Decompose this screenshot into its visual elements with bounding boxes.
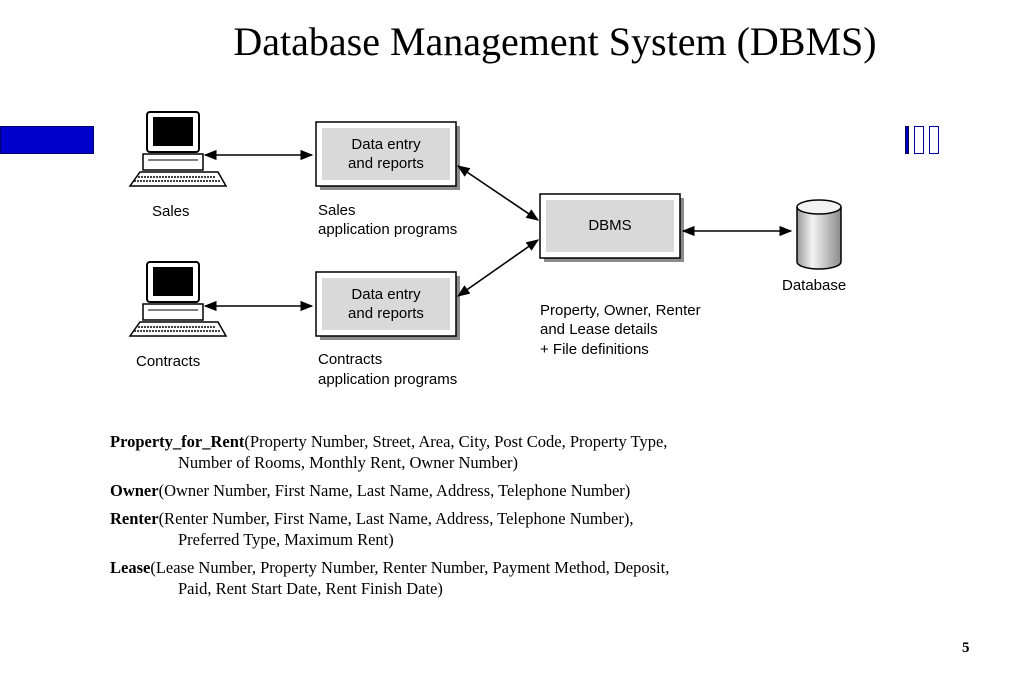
schema-attributes: (Owner Number, First Name, Last Name, Ad… <box>158 481 631 500</box>
contracts-app-box <box>315 271 460 340</box>
dbms-details-line3: + File definitions <box>540 341 649 358</box>
contracts-app-caption: Contracts <box>318 351 383 368</box>
sales-app-caption-2: application programs <box>318 221 458 238</box>
schema-attributes: (Renter Number, First Name, Last Name, A… <box>158 509 634 528</box>
schema-entry-property-for-rent: Property_for_Rent(Property Number, Stree… <box>110 431 850 473</box>
dbms-box <box>539 193 684 262</box>
schema-attributes: (Property Number, Street, Area, City, Po… <box>244 432 668 451</box>
schema-list: Property_for_Rent(Property Number, Stree… <box>110 431 850 606</box>
schema-attributes-cont: Preferred Type, Maximum Rent) <box>178 530 394 549</box>
schema-entity-name: Renter <box>110 509 159 528</box>
computer-terminal-icon <box>128 111 228 187</box>
schema-attributes-cont: Number of Rooms, Monthly Rent, Owner Num… <box>178 453 519 472</box>
sales-app-caption: Sales <box>318 202 356 219</box>
sales-app-box-label: Data entry and reports <box>348 136 424 172</box>
accent-bar <box>0 126 94 154</box>
sales-app-box <box>315 121 460 190</box>
schema-attributes-cont: Paid, Rent Start Date, Rent Finish Date) <box>178 579 443 598</box>
terminal-label-sales: Sales <box>152 203 190 220</box>
schema-entity-name: Lease <box>110 558 151 577</box>
schema-entry-renter: Renter(Renter Number, First Name, Last N… <box>110 508 850 550</box>
schema-entity-name: Property_for_Rent <box>110 432 245 451</box>
page-number: 5 <box>962 640 970 656</box>
schema-entity-name: Owner <box>110 481 159 500</box>
schema-entry-owner: Owner(Owner Number, First Name, Last Nam… <box>110 480 850 501</box>
dbms-details-line1: Property, Owner, Renter <box>540 302 701 319</box>
dbms-diagram <box>128 111 842 340</box>
schema-attributes: (Lease Number, Property Number, Renter N… <box>150 558 670 577</box>
schema-entry-lease: Lease(Lease Number, Property Number, Ren… <box>110 557 850 599</box>
dbms-box-label: DBMS <box>588 217 632 234</box>
connector-arrows <box>203 149 793 312</box>
slide-title: Database Management System (DBMS) <box>233 19 877 64</box>
contracts-app-box-label: Data entry and reports <box>348 286 424 322</box>
terminal-label-contracts: Contracts <box>136 353 201 370</box>
computer-terminal-icon <box>128 261 228 337</box>
database-label: Database <box>782 277 847 294</box>
database-cylinder-icon <box>796 199 842 270</box>
decorative-bars-icon <box>905 126 941 154</box>
contracts-app-caption-2: application programs <box>318 371 458 388</box>
dbms-details-line2: and Lease details <box>540 321 658 338</box>
